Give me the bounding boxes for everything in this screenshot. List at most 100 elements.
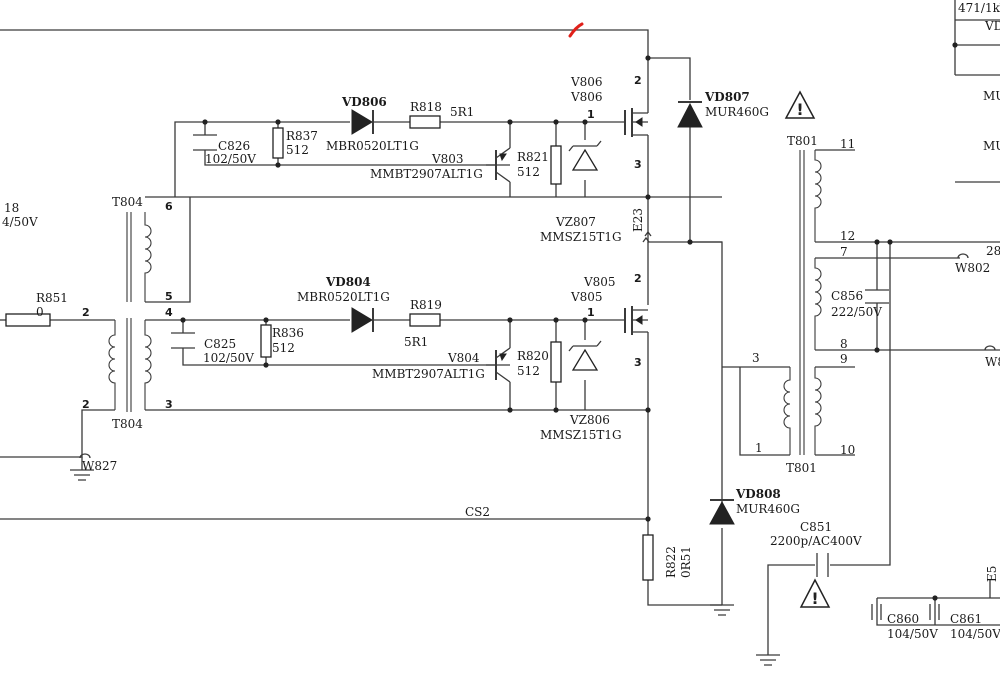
v803-ref: V803 <box>431 152 464 166</box>
r851-value: 0 <box>36 305 44 319</box>
component-labels: 471/1kV VD MU MU 18 4/50V R851 0 T804 T8… <box>2 1 1000 641</box>
v805-ref-b: V805 <box>570 290 603 304</box>
c856-value: 222/50V <box>831 305 882 319</box>
pin-label: 3 <box>165 398 173 411</box>
pin-label: 2 <box>82 306 90 319</box>
right-mu-2: MU <box>983 139 1000 153</box>
pin-label: 3 <box>634 158 642 171</box>
w827-label: W827 <box>82 459 117 473</box>
c851-ref: C851 <box>800 520 832 534</box>
pin-label: 9 <box>840 352 848 366</box>
t804-ref-bottom: T804 <box>112 417 143 431</box>
jumper-icon <box>79 230 996 459</box>
e5-label: E5 <box>985 566 999 582</box>
v805-ref-a: V805 <box>583 275 616 289</box>
pin-label: 10 <box>840 443 855 457</box>
v806-ref-b: V806 <box>570 90 603 104</box>
vz806-part: MMSZ15T1G <box>540 428 622 442</box>
diode-icon <box>351 101 735 525</box>
pin-label: 2 <box>634 272 642 285</box>
svg-text:!: ! <box>811 589 818 608</box>
w8-label: W8 <box>985 355 1000 369</box>
c860-ref: C860 <box>887 612 919 626</box>
w802-label: W802 <box>955 261 990 275</box>
c861-value: 104/50V <box>950 627 1000 641</box>
vd804-ref: VD804 <box>325 275 371 289</box>
r818-ref: R818 <box>410 100 442 114</box>
r819-value: 5R1 <box>404 335 428 349</box>
vd807-ref: VD807 <box>704 90 750 104</box>
wires <box>0 0 1000 655</box>
r820-value: 512 <box>517 364 540 378</box>
top-right-vd: VD <box>984 19 1000 33</box>
red-marker <box>568 22 584 38</box>
pin-label: 6 <box>165 200 173 213</box>
r837-value: 512 <box>286 143 309 157</box>
pin-label: 8 <box>840 337 848 351</box>
vd807-part: MUR460G <box>705 105 769 119</box>
resistor-icon <box>5 115 654 581</box>
cs2-label: CS2 <box>465 505 490 519</box>
t804-ref-top: T804 <box>112 195 143 209</box>
left-cap-value: 4/50V <box>2 215 38 229</box>
pin-label: 5 <box>165 290 173 303</box>
ground-icon <box>70 469 780 666</box>
r836-value: 512 <box>272 341 295 355</box>
c825-ref: C825 <box>204 337 236 351</box>
v804-part: MMBT2907ALT1G <box>372 367 485 381</box>
pin-label: 1 <box>587 108 595 121</box>
mosfet-icon <box>624 108 648 335</box>
right-mu-1: MU <box>983 89 1000 103</box>
pin-label: 11 <box>840 137 855 151</box>
transformer-coil-icon <box>783 150 822 455</box>
junction-dots <box>180 42 958 601</box>
c826-value: 102/50V <box>205 152 256 166</box>
r819-ref: R819 <box>410 298 442 312</box>
transformer-coil-icon <box>126 212 152 302</box>
pin-label: 3 <box>634 356 642 369</box>
transformer-coil-icon <box>108 318 152 412</box>
pin-label: 2 <box>82 398 90 411</box>
warning-triangle-icon: ! <box>799 578 831 608</box>
pin-label: 3 <box>752 351 760 365</box>
v804-ref: V804 <box>447 351 480 365</box>
vz807-part: MMSZ15T1G <box>540 230 622 244</box>
t801-ref-bottom: T801 <box>786 461 817 475</box>
vd806-part: MBR0520LT1G <box>326 139 419 153</box>
c856-ref: C856 <box>831 289 863 303</box>
c825-value: 102/50V <box>203 351 254 365</box>
pin-label: 1 <box>587 306 595 319</box>
pin-label: 7 <box>840 245 848 259</box>
r818-value: 5R1 <box>450 105 474 119</box>
pin-label: 4 <box>165 306 173 319</box>
t801-ref-top: T801 <box>787 134 818 148</box>
c861-ref: C861 <box>950 612 982 626</box>
v806-ref-a: V806 <box>570 75 603 89</box>
zener-icon <box>568 140 602 371</box>
label-28: 28 <box>986 244 1000 258</box>
r837-ref: R837 <box>286 129 318 143</box>
r822-ref: R822 <box>664 546 678 578</box>
r822-value: 0R51 <box>679 546 693 578</box>
vd806-ref: VD806 <box>341 95 387 109</box>
e23-label: E23 <box>631 208 645 232</box>
left-cap-ref: 18 <box>4 201 19 215</box>
transistor-icon <box>486 147 511 383</box>
c860-value: 104/50V <box>887 627 938 641</box>
r851-ref: R851 <box>36 291 68 305</box>
r820-ref: R820 <box>517 349 549 363</box>
vz806-ref: VZ806 <box>569 413 610 427</box>
v803-part: MMBT2907ALT1G <box>370 167 483 181</box>
capacitor-icon <box>171 134 940 620</box>
r821-value: 512 <box>517 165 540 179</box>
pin-label: 2 <box>634 74 642 87</box>
c826-ref: C826 <box>218 139 250 153</box>
r821-ref: R821 <box>517 150 549 164</box>
pin-label: 1 <box>755 441 763 455</box>
c851-value: 2200p/AC400V <box>770 534 862 548</box>
pin-label: 12 <box>840 229 855 243</box>
vd808-part: MUR460G <box>736 502 800 516</box>
warning-triangle-icon: ! <box>784 90 816 119</box>
vd804-part: MBR0520LT1G <box>297 290 390 304</box>
